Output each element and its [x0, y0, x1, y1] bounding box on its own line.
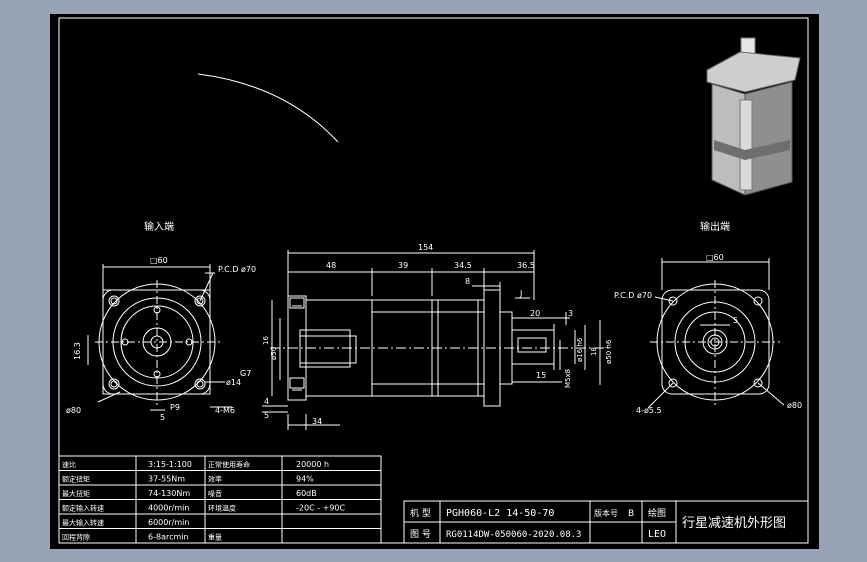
- spec-cell-r1-c2: 效率: [208, 475, 222, 484]
- drawing-sheet: [50, 14, 819, 549]
- output-hole-label: 4-ø5.5: [636, 406, 662, 415]
- spec-cell-r2-c1: 74-130Nm: [148, 489, 190, 498]
- output-size-label: □60: [706, 253, 724, 262]
- spec-cell-r3-c2: 环境温度: [208, 504, 236, 513]
- spec-cell-r1-c3: 94%: [296, 475, 314, 484]
- dim-m: M5x8: [564, 369, 572, 388]
- spec-cell-r2-c2: 噪音: [208, 489, 222, 498]
- spec-cell-r3-c3: -20C - +90C: [296, 504, 346, 513]
- dim-left-b: 5: [264, 411, 269, 420]
- dim-left-d1: ø50: [270, 347, 278, 360]
- input-key-h-label: 16.3: [73, 342, 82, 360]
- input-thread-label: 4-M6: [215, 406, 235, 415]
- output-key-label: 5: [733, 316, 738, 325]
- dim-left-a: 4: [264, 397, 269, 406]
- drawing-title: 行星减速机外形图: [682, 516, 786, 531]
- spec-cell-r5-c2: 重量: [208, 534, 222, 542]
- input-size-label: □60: [150, 256, 168, 265]
- dim-top-3: 34.5: [454, 261, 472, 270]
- spec-cell-r0-c2: 正常使用寿命: [208, 460, 250, 469]
- overall-length-dim: 154: [418, 243, 433, 252]
- version-label: 版本号: [594, 508, 618, 518]
- spec-cell-r0-c0: 速比: [62, 460, 76, 469]
- dim-d1: ø16 h6: [576, 337, 584, 362]
- input-pilot-label: ø80: [66, 406, 81, 415]
- dim-key-len: 15: [536, 371, 546, 380]
- input-key-w-label: 5: [160, 413, 165, 422]
- spec-cell-r2-c0: 最大扭矩: [62, 489, 90, 498]
- version-value: B: [628, 509, 634, 519]
- dim-d3: ø50 h6: [605, 339, 613, 364]
- spec-cell-r2-c3: 60dB: [296, 489, 317, 498]
- drawing-number-label: 图 号: [410, 529, 431, 540]
- spec-cell-r4-c0: 最大输入转速: [62, 518, 104, 527]
- spec-cell-r5-c1: 6-8arcmin: [148, 533, 189, 542]
- stray-arc: [197, 73, 339, 143]
- model-label: 机 型: [410, 507, 431, 519]
- input-g-label: G7: [240, 369, 251, 378]
- spec-cell-r0-c1: 3:15-1:100: [148, 460, 192, 469]
- model-value: PGH060-L2 14-50-70: [446, 508, 554, 519]
- dim-bottom: 34: [312, 417, 322, 426]
- dim-d2: 18: [590, 347, 598, 356]
- spec-cell-r4-c1: 6000r/min: [148, 518, 189, 527]
- output-end-view: [647, 258, 785, 409]
- input-hole-label: ø14: [226, 378, 241, 387]
- spec-table-rows: 速比 3:15-1:100 正常使用寿命 20000 h 额定扭矩 37-55Nm 效率 94…: [62, 460, 346, 542]
- dim-shaft-end: 3: [568, 309, 573, 318]
- output-pilot-label: ø80: [787, 401, 802, 410]
- spec-cell-r1-c0: 额定扭矩: [62, 475, 90, 484]
- input-end-view: [87, 264, 232, 411]
- drawing-number-value: RG0114DW-050060-2020.08.3: [446, 530, 581, 540]
- dim-top-4: 36.5: [517, 261, 535, 270]
- spec-cell-r1-c1: 37-55Nm: [148, 475, 185, 484]
- gearbox-3d-image: [706, 37, 801, 196]
- dim-shaft-len: 20: [530, 309, 540, 318]
- spec-cell-r3-c0: 额定输入转速: [62, 504, 104, 513]
- output-view-title: 输出端: [700, 220, 730, 233]
- output-pcd-label: P.C.D ø70: [614, 291, 652, 300]
- input-view-title: 输入端: [144, 220, 174, 233]
- dim-top-2: 39: [398, 261, 408, 270]
- spec-cell-r5-c0: 回程背隙: [62, 533, 90, 542]
- designer-value: LEO: [648, 529, 666, 540]
- input-pcd-label: P.C.D ø70: [218, 265, 256, 274]
- input-key-label: P9: [170, 403, 180, 412]
- spec-cell-r0-c3: 20000 h: [296, 460, 329, 469]
- side-view: [262, 250, 612, 430]
- dim-b: 8: [465, 277, 470, 286]
- spec-table: [58, 455, 382, 544]
- spec-cell-r3-c1: 4000r/min: [148, 504, 189, 513]
- dim-top-1: 48: [326, 261, 336, 270]
- dim-j: J: [519, 289, 522, 298]
- dim-left-d2: 16: [262, 336, 270, 345]
- designer-label: 绘图: [648, 507, 666, 519]
- title-block: [403, 500, 809, 544]
